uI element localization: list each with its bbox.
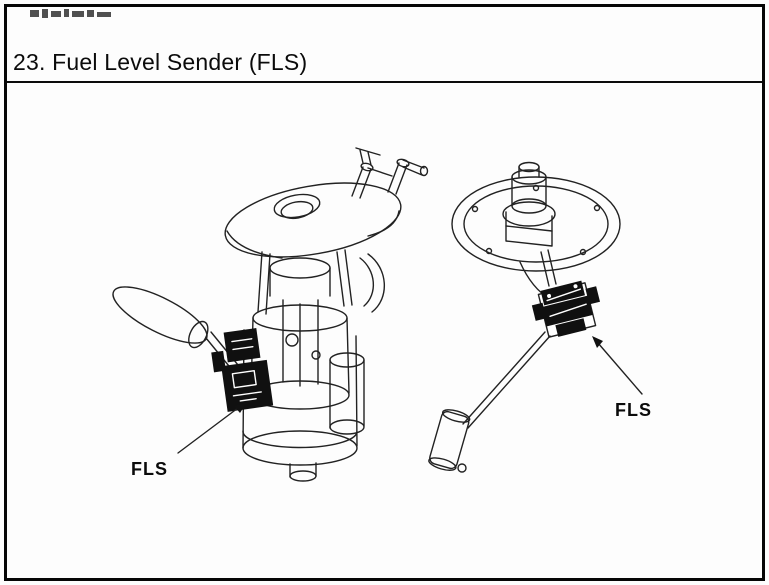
fls-sensor-right xyxy=(531,280,600,338)
vent-pipes xyxy=(351,147,429,199)
title-underline xyxy=(7,81,762,83)
fuel-pump-module-drawing xyxy=(112,147,429,482)
fls-label-left: FLS xyxy=(131,459,168,479)
flange-disc xyxy=(451,176,621,272)
scan-artifact-marks xyxy=(30,9,111,18)
fls-label-right: FLS xyxy=(615,400,652,420)
fls-callout-arrow-left xyxy=(177,402,247,454)
fls-callout-arrow-right xyxy=(592,336,643,395)
mounting-plate xyxy=(224,182,402,259)
page-title: 23. Fuel Level Sender (FLS) xyxy=(13,49,308,75)
float-right xyxy=(428,331,551,473)
fuel-sender-unit-drawing xyxy=(428,161,621,473)
fls-sensor-left xyxy=(211,328,274,412)
support-struts xyxy=(257,249,386,315)
callout-labels: FLS FLS xyxy=(131,400,652,479)
